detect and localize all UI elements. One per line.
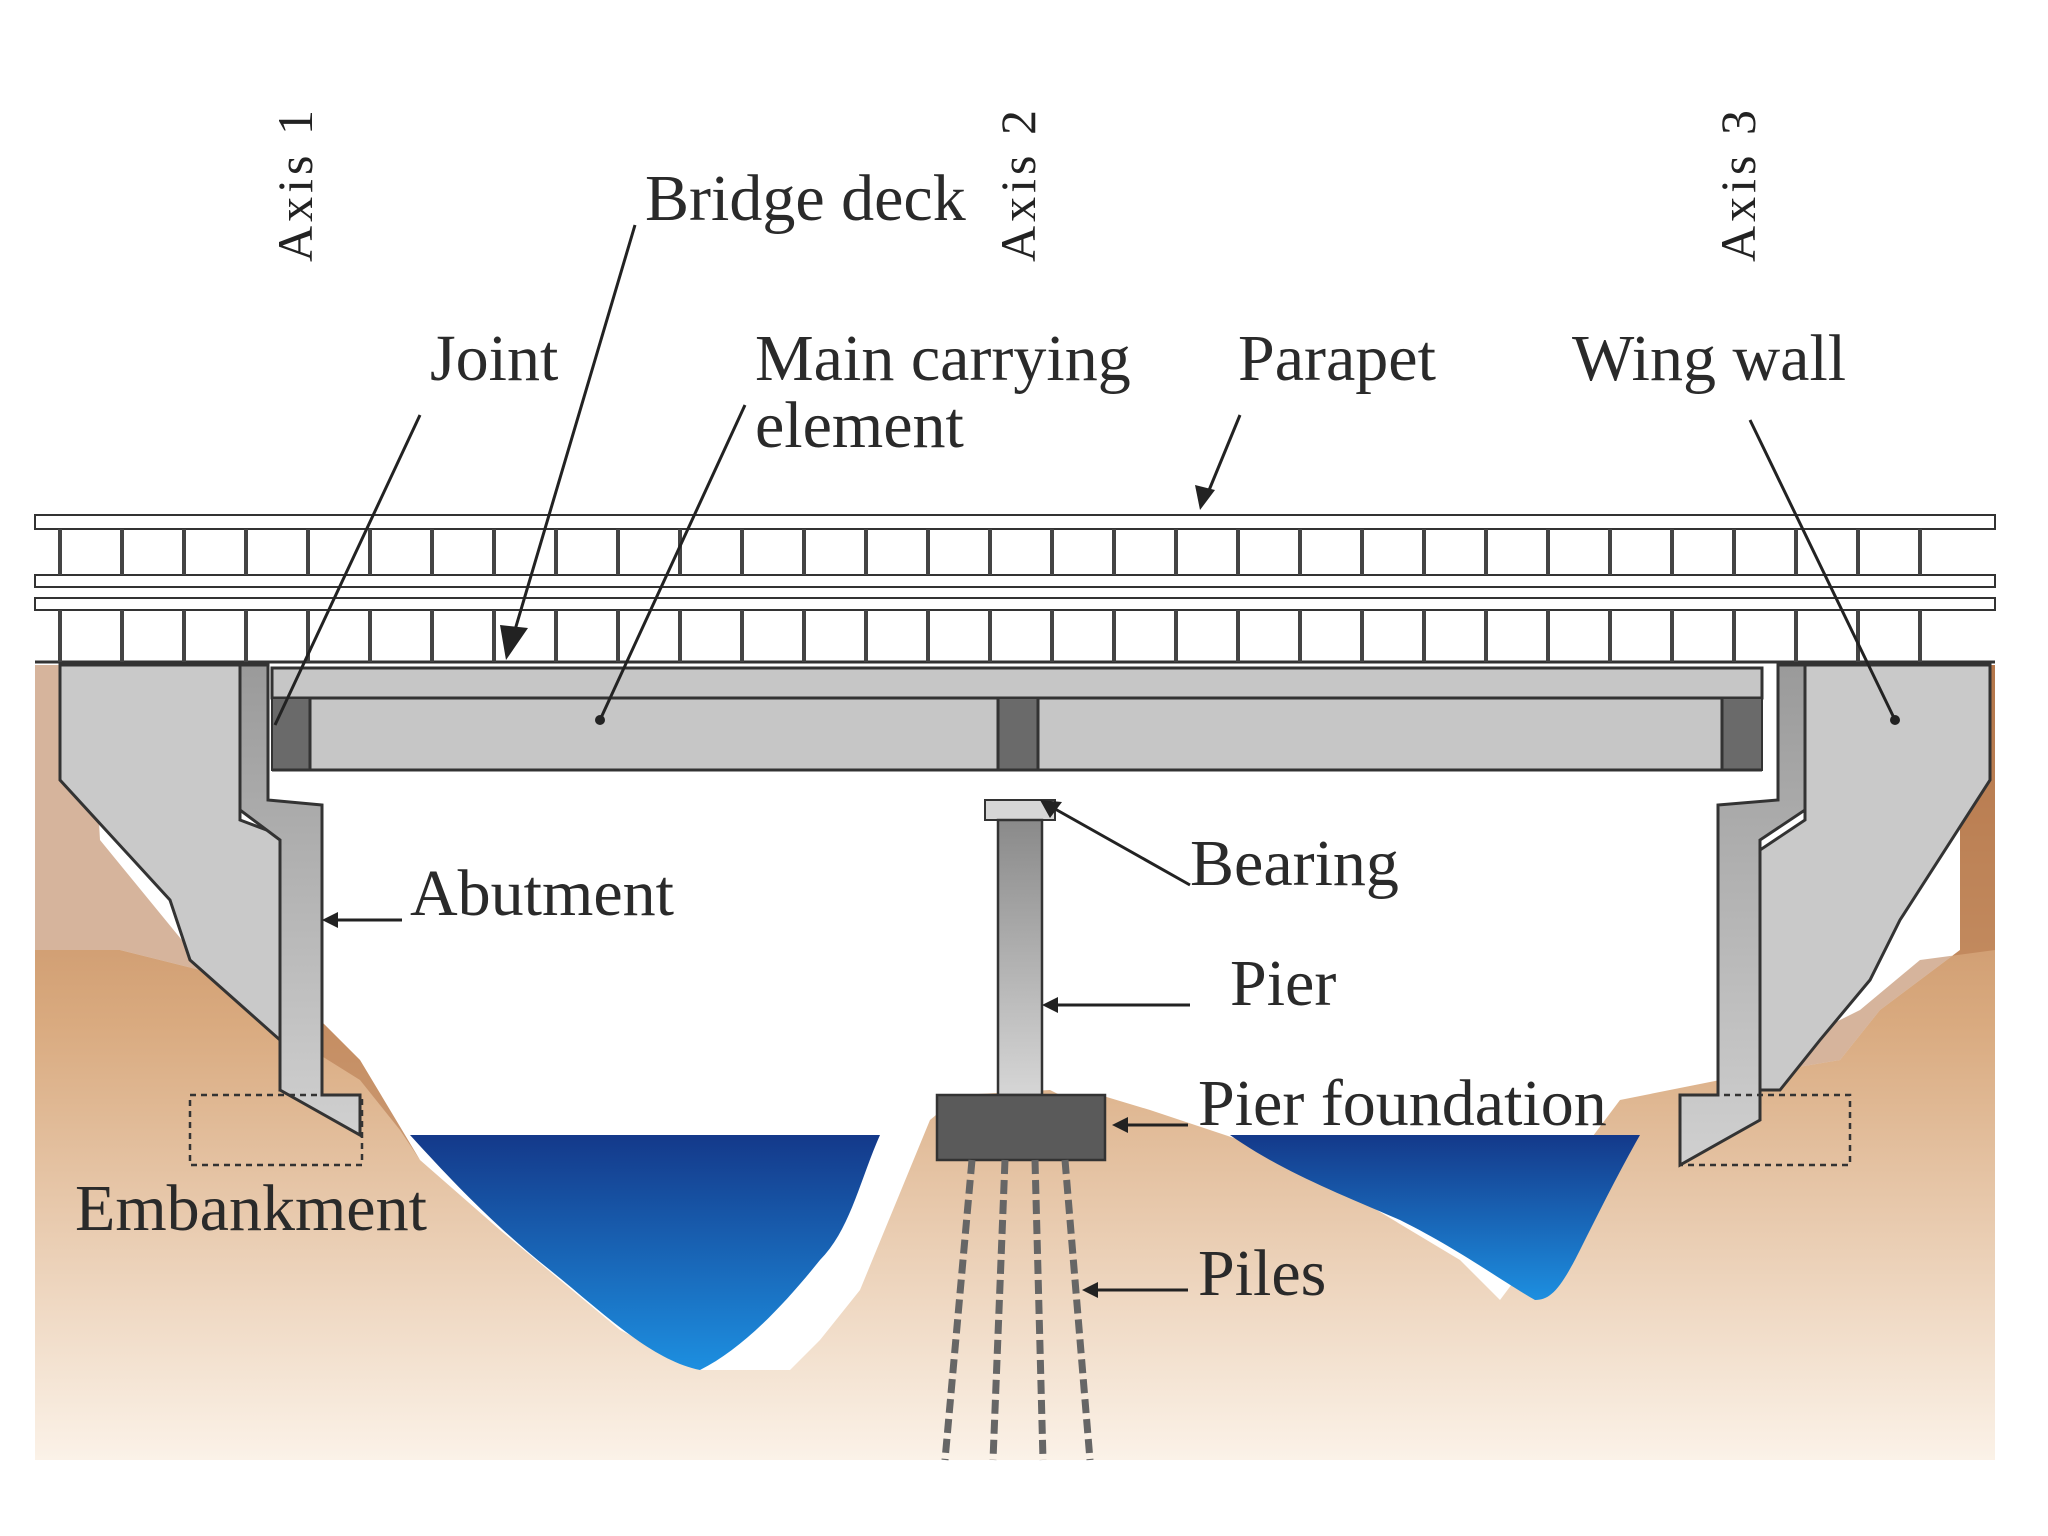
pier-foundation — [935, 1093, 1107, 1162]
bridge-deck — [270, 666, 1764, 772]
parapet-railing — [34, 514, 1996, 664]
axis-3-label: Axis 3 — [1710, 106, 1766, 262]
bearing-label: Bearing — [1190, 827, 1399, 900]
axis-2-label: Axis 2 — [990, 106, 1046, 262]
river-water — [410, 1135, 1640, 1370]
main-carrying-label-1: Main carrying — [755, 322, 1131, 395]
pier-foundation-label: Pier foundation — [1198, 1067, 1607, 1140]
abutment-right — [1678, 663, 1992, 1168]
main-carrying-label-2: element — [755, 389, 964, 462]
abutment-label: Abutment — [410, 857, 674, 930]
pier-label: Pier — [1230, 947, 1336, 1020]
leader-lines — [273, 224, 1900, 1298]
piles-label: Piles — [1198, 1237, 1326, 1310]
joint-label: Joint — [430, 322, 558, 395]
embankment-label: Embankment — [75, 1172, 427, 1245]
parapet-label: Parapet — [1238, 322, 1436, 395]
axis-1-label: Axis 1 — [267, 106, 323, 262]
bridge-deck-label: Bridge deck — [645, 162, 966, 235]
piles — [941, 1159, 1094, 1461]
pier — [984, 799, 1056, 1097]
wing-wall-label: Wing wall — [1572, 322, 1846, 395]
abutment-left — [58, 663, 364, 1167]
